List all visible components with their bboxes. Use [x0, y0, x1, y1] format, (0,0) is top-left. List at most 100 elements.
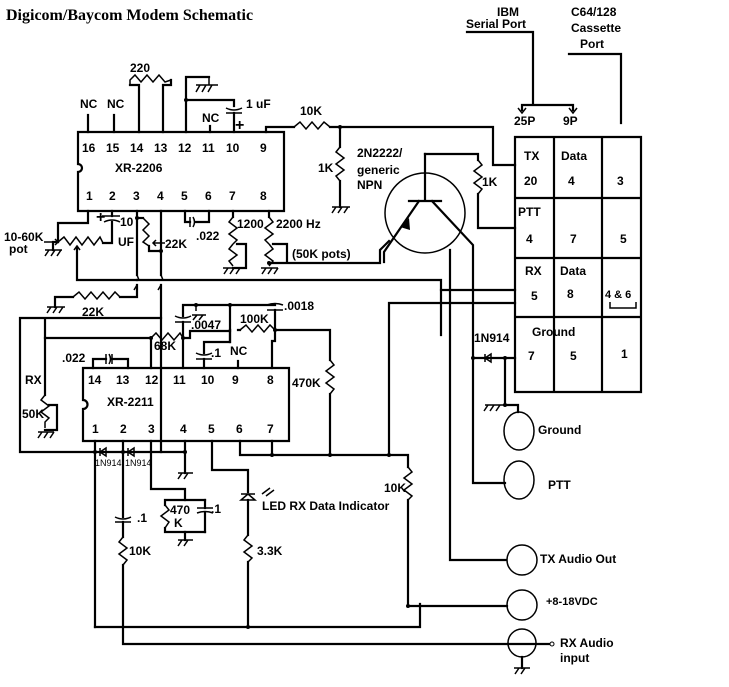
pin-table: TX 20 Data 4 3 PTT 4 7 5 RX 5 Data 8 4 &…: [513, 135, 643, 394]
table-cell: 5: [570, 349, 577, 363]
ground-jack-icon[interactable]: [503, 411, 535, 451]
transistor-label: 2N2222/: [357, 146, 403, 160]
c64-port-label: Cassette: [571, 21, 621, 35]
led-label: LED RX Data Indicator: [262, 499, 390, 513]
potentiometer-22k: [141, 217, 151, 247]
connector-label: +8-18VDC: [546, 596, 598, 608]
table-cell: 5: [620, 232, 627, 246]
diode-1n914: [98, 446, 107, 458]
ground-icon: [261, 267, 279, 275]
pin-label: 3: [133, 189, 140, 203]
pot-label: 2200 Hz: [276, 217, 321, 231]
table-cell: Data: [560, 264, 586, 278]
resistor-470k: [324, 359, 336, 395]
resistor-label: 68K: [154, 339, 176, 353]
arrow-icon: [151, 239, 165, 247]
diode-label: 1N914: [474, 331, 510, 345]
table-cell: 8: [567, 287, 574, 301]
potentiometer-2200: [263, 216, 275, 245]
capacitor-022: [189, 216, 196, 228]
ground-icon: [177, 539, 193, 547]
pin-label: 8: [267, 373, 274, 387]
transistor-label: generic: [357, 163, 400, 177]
table-cell: 7: [528, 349, 535, 363]
table-cell: PTT: [518, 205, 541, 219]
capacitor-label: 1 uF: [246, 97, 271, 111]
resistor-10k-right: [402, 466, 414, 501]
pin-label: 13: [154, 141, 168, 155]
potentiometer-1200: [227, 216, 239, 245]
table-cell: RX: [525, 264, 542, 278]
pin-label: 15: [106, 141, 120, 155]
capacitor-label: .1: [211, 502, 221, 516]
xr2211-label: XR-2211: [107, 395, 154, 409]
ibm-port-label: IBM: [497, 5, 519, 19]
ground-icon: [177, 472, 193, 480]
power-jack-icon[interactable]: [506, 589, 538, 621]
pin-label: 16: [82, 141, 96, 155]
capacitor-022-2211: [105, 353, 113, 365]
pin-label: 8: [260, 189, 267, 203]
resistor-label: 1K: [482, 175, 498, 189]
schematic-title: Digicom/Baycom Modem Schematic: [6, 7, 253, 24]
pin-label: 4: [157, 189, 164, 203]
resistor-label: 10K: [384, 481, 406, 495]
resistor-10k: [293, 120, 331, 131]
pin-label: 7: [267, 422, 274, 436]
resistor-label: 10K: [300, 104, 322, 118]
resistor-label: 470: [170, 503, 190, 517]
resistor-470k-bottom: [159, 504, 171, 529]
pin-label: 12: [178, 141, 192, 155]
pin-label: 1: [92, 422, 99, 436]
resistor-label: 220: [130, 61, 150, 75]
ground-icon: [192, 305, 206, 321]
diode-label: 1N914: [95, 458, 122, 468]
resistor-220: [129, 73, 172, 85]
potentiometer-50k: [39, 394, 51, 428]
resistor-label: 22K: [82, 305, 104, 319]
resistor-1k: [334, 146, 346, 182]
pin-label: 2: [109, 189, 116, 203]
pin-label: 2: [120, 422, 127, 436]
port-9p: 9P: [563, 114, 578, 128]
resistor-3-3k: [242, 534, 254, 563]
table-cell: 4: [526, 232, 533, 246]
rx-label: RX: [25, 373, 42, 387]
table-cell: 7: [570, 232, 577, 246]
ground-icon: [44, 249, 62, 257]
resistor-1k-right: [472, 159, 484, 195]
c64-port-label: Port: [580, 37, 604, 51]
tx-audio-jack-icon[interactable]: [506, 544, 538, 576]
connector-label: TX Audio Out: [540, 552, 616, 566]
ground-icon: [46, 306, 65, 314]
resistor-22k: [72, 290, 121, 301]
capacitor-label: 10: [120, 215, 134, 229]
diode-1n914: [126, 446, 135, 458]
capacitor-label: .0018: [284, 299, 314, 313]
pin-label: 1: [86, 189, 93, 203]
pin-label: 5: [208, 422, 215, 436]
resistor-label: 1K: [318, 161, 334, 175]
capacitor-label: UF: [118, 235, 134, 249]
connector-label: input: [560, 651, 589, 665]
arrow-icon: [517, 107, 578, 115]
resistor-label: 470K: [292, 376, 321, 390]
connector-label: RX Audio: [560, 636, 614, 650]
table-cell: Data: [561, 149, 587, 163]
pin-label: 11: [173, 373, 186, 387]
capacitor-label: .022: [62, 351, 86, 365]
xr2211-chip: XR-2211 14 13 12 11 10 9 8 1 2 3 4 5 6 7: [81, 366, 291, 443]
connector-label: Ground: [538, 423, 581, 437]
diode-1n914-ptt: [483, 352, 492, 364]
pin-label: 3: [148, 422, 155, 436]
capacitor-label: .0047: [191, 318, 221, 332]
xr2206-label: XR-2206: [115, 161, 163, 175]
c64-port-label: C64/128: [571, 5, 617, 19]
ptt-jack-icon[interactable]: [503, 460, 535, 500]
ground-icon: [37, 431, 55, 439]
pin-label: 11: [202, 141, 215, 155]
capacitor-label: .1: [137, 511, 147, 525]
pin-label: 14: [88, 373, 102, 387]
pin-label: 7: [229, 189, 236, 203]
pin-label: 13: [116, 373, 130, 387]
